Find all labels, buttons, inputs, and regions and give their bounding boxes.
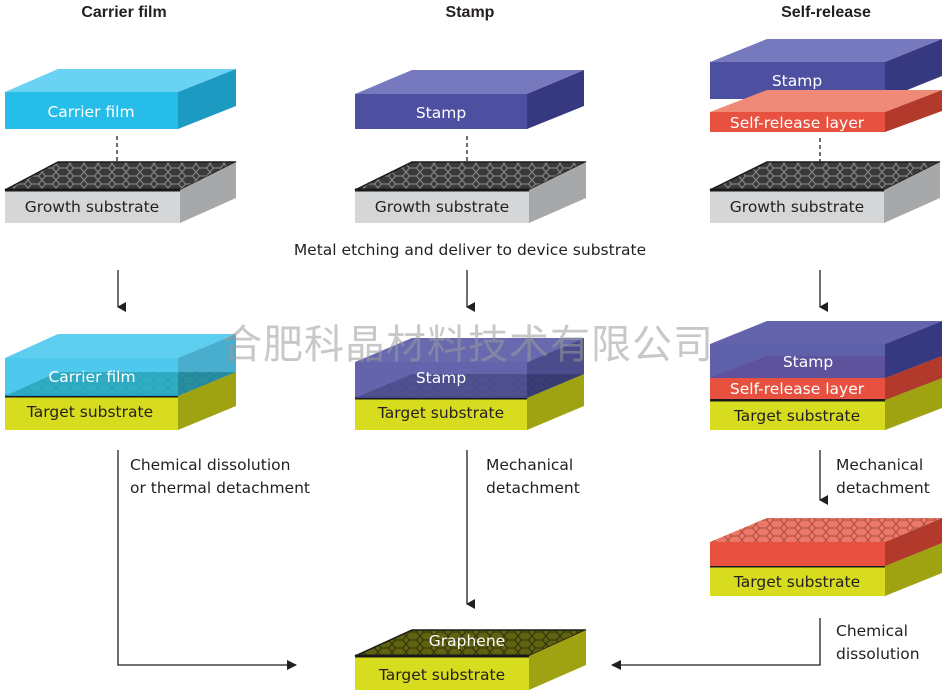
stamp-label-3: Stamp: [783, 353, 833, 371]
graphene-on-target-stack: Graphene Target substrate: [354, 629, 587, 690]
growth-substrate-label-3: Growth substrate: [730, 198, 864, 216]
mechanical-step-col2-line1: Mechanical: [486, 456, 573, 474]
self-release-layer-label-2: Self-release layer: [730, 380, 865, 398]
carrier-film-block: Carrier film: [5, 69, 236, 129]
mechanical-step-col3-line2: detachment: [836, 479, 930, 497]
header-self-release: Self-release: [781, 4, 871, 21]
self-release-layer-block: Self-release layer: [710, 90, 942, 132]
arrow-col1-to-final: [117, 450, 297, 670]
release-layer-on-target-stack: Target substrate: [710, 518, 942, 596]
stamp-label: Stamp: [416, 104, 466, 122]
growth-substrate-2: Growth substrate: [354, 161, 587, 223]
graphene-label: Graphene: [429, 632, 505, 650]
self-release-stamp-label: Stamp: [772, 72, 822, 90]
chemical-dissolution-step-line2: or thermal detachment: [130, 479, 310, 497]
metal-etching-step: Metal etching and deliver to device subs…: [294, 241, 646, 259]
watermark-text: 合肥科晶材料技术有限公司: [222, 322, 714, 368]
target-substrate-label-1: Target substrate: [26, 403, 153, 421]
carrier-on-target-stack: Carrier film Target substrate: [5, 334, 236, 430]
stamp-block: Stamp: [355, 70, 584, 129]
chemical-dissolution-step-line1: Chemical dissolution: [130, 456, 290, 474]
target-substrate-label-4: Target substrate: [733, 573, 860, 591]
target-substrate-label-2: Target substrate: [377, 404, 504, 422]
mechanical-step-col2-line2: detachment: [486, 479, 580, 497]
mechanical-step-col3-line1: Mechanical: [836, 456, 923, 474]
self-release-layer-label: Self-release layer: [730, 114, 865, 132]
self-release-on-target-stack: Stamp Self-release layer Target substrat…: [710, 321, 942, 430]
target-substrate-label-final: Target substrate: [378, 666, 505, 684]
growth-substrate-3: Growth substrate: [709, 161, 941, 223]
carrier-film-label: Carrier film: [47, 103, 134, 121]
growth-substrate-1: Growth substrate: [4, 161, 237, 223]
header-carrier-film: Carrier film: [81, 4, 166, 21]
chemical-dissolution-step-col3-line2: dissolution: [836, 645, 920, 663]
carrier-film-label-2: Carrier film: [48, 368, 135, 386]
growth-substrate-label-1: Growth substrate: [25, 198, 159, 216]
header-stamp: Stamp: [446, 4, 495, 21]
stamp-label-2: Stamp: [416, 369, 466, 387]
chemical-dissolution-step-col3-line1: Chemical: [836, 622, 908, 640]
stamp-on-target-stack: Stamp Target substrate: [355, 338, 584, 430]
target-substrate-label-3: Target substrate: [733, 407, 860, 425]
arrow-col3-to-final: [611, 618, 821, 670]
growth-substrate-label-2: Growth substrate: [375, 198, 509, 216]
